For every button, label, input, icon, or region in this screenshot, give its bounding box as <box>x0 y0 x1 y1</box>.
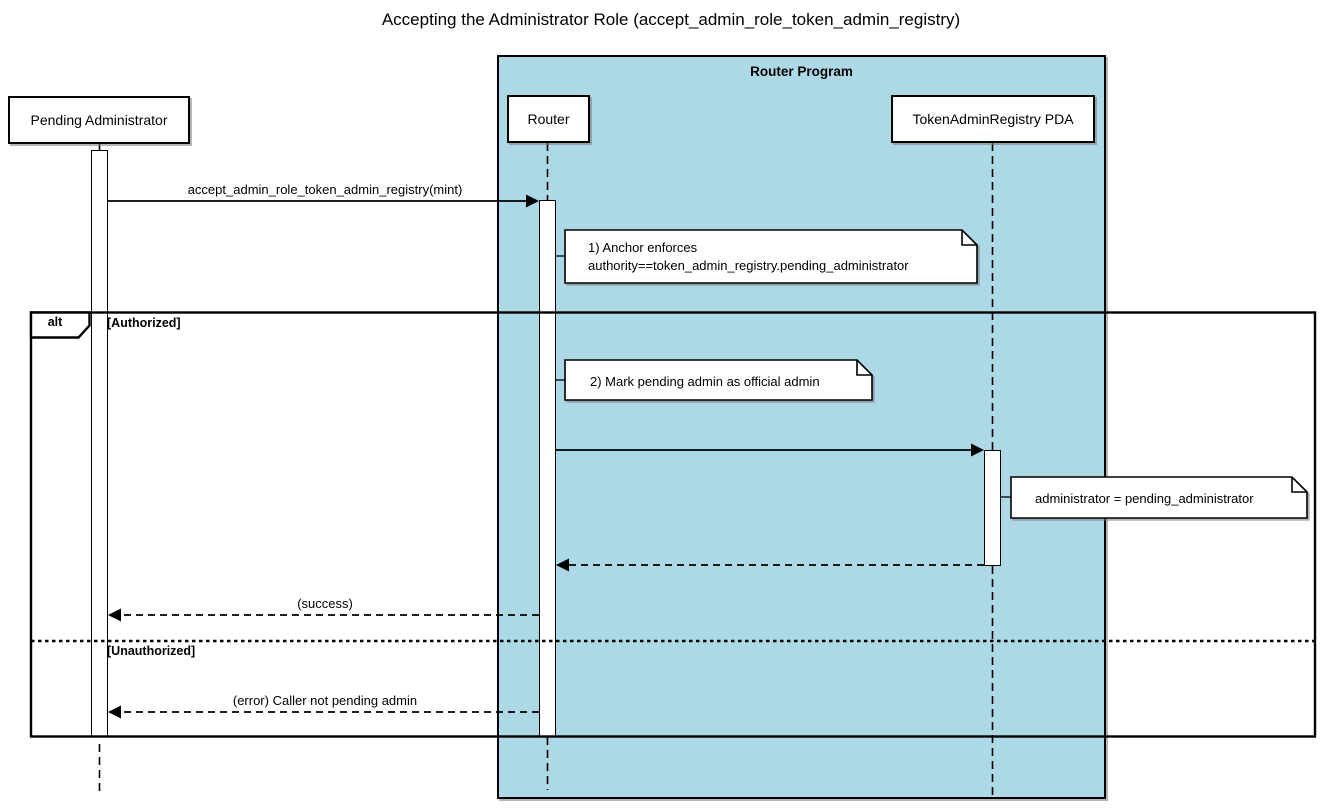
alt-operator-label: alt <box>47 315 63 329</box>
diagram-title: Accepting the Administrator Role (accept… <box>381 10 961 29</box>
note-line: 1) Anchor enforces <box>588 240 698 255</box>
activation-router <box>539 200 556 737</box>
router-program-frame-label: Router Program <box>750 64 853 79</box>
message-label-accept-admin-role: accept_admin_role_token_admin_registry(m… <box>187 182 463 197</box>
participant-label: Router <box>527 111 570 127</box>
guard-authorized: [Authorized] <box>107 316 181 330</box>
router-program-frame <box>497 55 1106 799</box>
note-administrator-assignment-text: administrator = pending_administrator <box>1035 491 1254 506</box>
participant-pending-administrator: Pending Administrator <box>8 96 190 144</box>
participant-token-admin-registry-pda: TokenAdminRegistry PDA <box>891 95 1095 143</box>
note-line: authority==token_admin_registry.pending_… <box>588 258 909 273</box>
activation-token-admin-registry-pda <box>984 450 1001 566</box>
participant-router: Router <box>507 95 590 143</box>
participant-label: TokenAdminRegistry PDA <box>912 111 1074 127</box>
activation-pending-administrator <box>91 150 108 737</box>
note-anchor-enforces-text: 1) Anchor enforces authority==token_admi… <box>588 239 909 275</box>
note-mark-pending-admin-text: 2) Mark pending admin as official admin <box>590 374 820 389</box>
message-label-success: (success) <box>297 596 353 611</box>
guard-unauthorized: [Unauthorized] <box>107 644 196 658</box>
message-label-error: (error) Caller not pending admin <box>232 693 418 708</box>
participant-label: Pending Administrator <box>30 112 168 128</box>
